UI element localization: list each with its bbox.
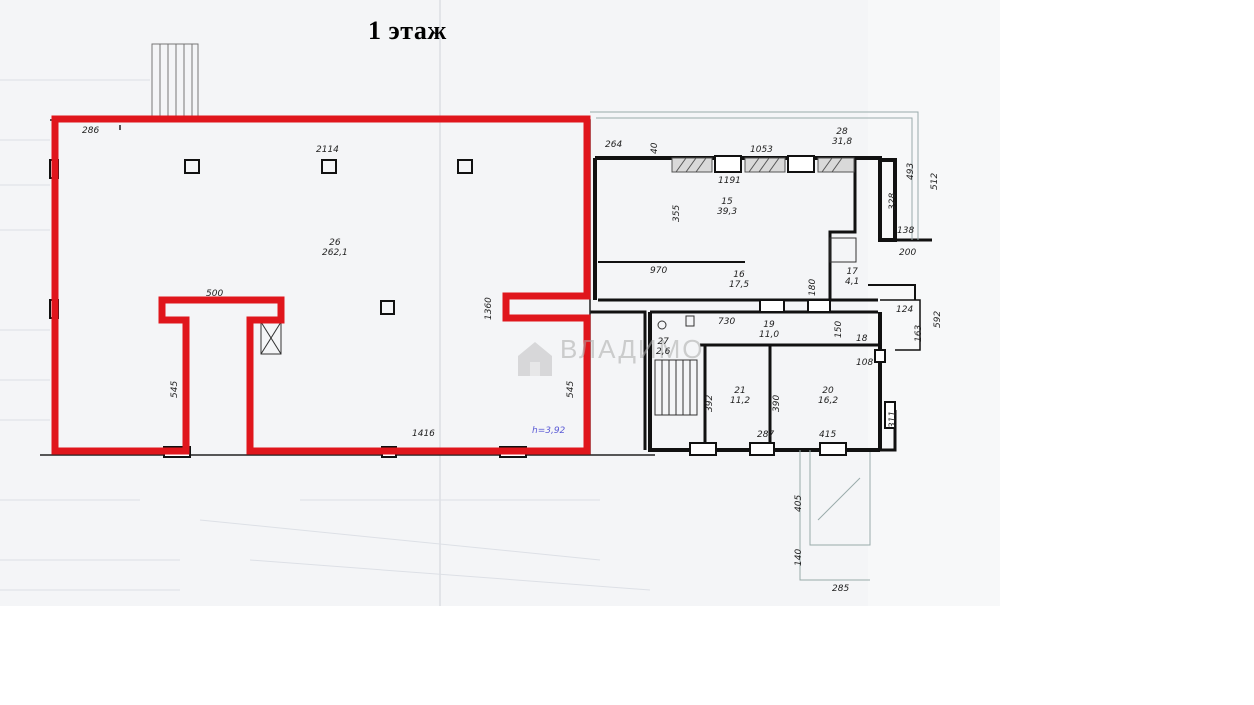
dim-label: 124 — [896, 305, 914, 315]
dim-label: 2114 — [316, 145, 339, 155]
dim-label: 138 — [897, 226, 915, 236]
dim-label: 40 — [650, 142, 660, 154]
dim-label: 140 — [794, 548, 804, 566]
dim-label: 355 — [672, 204, 682, 222]
paper-background — [0, 0, 868, 606]
dim-label: 180 — [808, 278, 818, 296]
watermark-house-icon — [518, 342, 552, 376]
plumbing-fixtures — [657, 237, 857, 330]
dim-label: 286 — [82, 126, 100, 136]
interior-stair — [654, 359, 698, 416]
premises-highlight-outline — [51, 115, 591, 455]
dim-label: 390 — [772, 394, 782, 412]
paper-sheet-right — [868, 0, 1000, 606]
dim-label: 328 — [888, 192, 898, 210]
floor-title: 1 этаж — [368, 16, 447, 45]
dim-label: 545 — [170, 380, 180, 398]
watermark-text: ВЛАДИМО — [560, 334, 705, 364]
dim-label: 311 — [888, 410, 898, 428]
ceiling-height-label: h=3,92 — [532, 426, 566, 436]
dim-label: 415 — [819, 430, 837, 440]
dim-label: 405 — [794, 494, 804, 512]
dim-label: 108 — [856, 358, 874, 368]
exterior-stair — [151, 43, 199, 117]
dim-label: 1416 — [412, 429, 435, 439]
dim-label: 163 — [914, 324, 924, 342]
dim-label: 1191 — [718, 176, 741, 186]
dim-label: 287 — [757, 430, 775, 440]
dim-label: 592 — [933, 310, 943, 328]
window-openings — [689, 155, 896, 456]
dim-label: 545 — [566, 380, 576, 398]
dim-label: 392 — [705, 394, 715, 412]
terrace-outline — [590, 111, 919, 581]
dim-label: 285 — [832, 584, 850, 594]
dim-label: 970 — [650, 266, 668, 276]
faint-background-lines — [0, 79, 651, 591]
dim-label: 500 — [206, 289, 224, 299]
dim-label: 18 — [856, 334, 868, 344]
dim-label: 150 — [834, 320, 844, 338]
dim-label: 493 — [906, 162, 916, 180]
dim-label: 730 — [718, 317, 736, 327]
dim-label: 1360 — [484, 297, 494, 320]
dim-label: 264 — [605, 140, 623, 150]
columns — [184, 159, 473, 315]
dim-label: 200 — [899, 248, 917, 258]
dim-label: 512 — [930, 172, 940, 190]
dim-label: 1053 — [750, 145, 773, 155]
window-hatch — [671, 157, 855, 173]
